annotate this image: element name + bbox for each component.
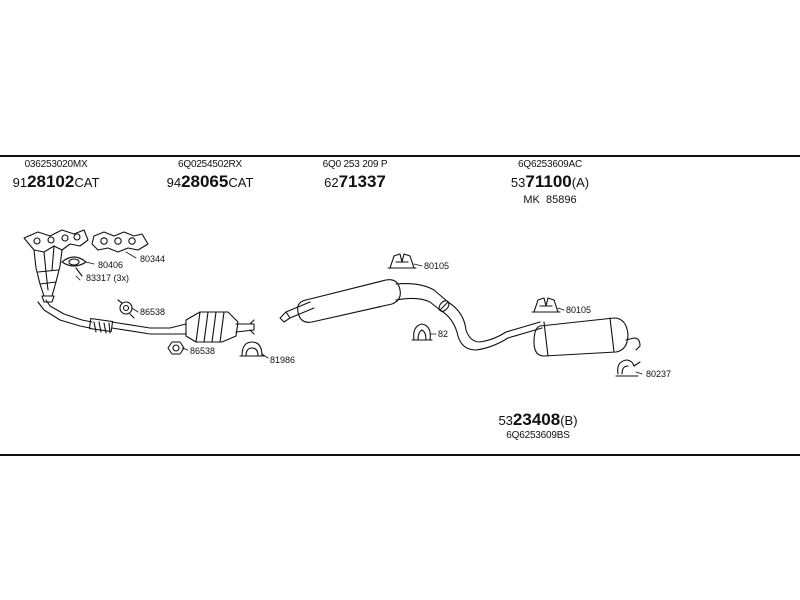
top-divider-line: [0, 155, 800, 157]
callout-80237: 80237: [646, 369, 672, 379]
callout-80105-lower: 80105: [566, 305, 592, 315]
oe-code: 036253020MX: [24, 159, 88, 170]
part-number-prefix: 91: [12, 175, 28, 190]
gasket-80406-part: [61, 256, 87, 277]
callout-86538-lower: 86538: [190, 346, 216, 356]
part-number: 5323408(B): [478, 410, 598, 430]
part-number-main: 23408: [512, 410, 561, 429]
part-number: 6271337: [305, 172, 405, 192]
catalytic-converter-part: [169, 311, 255, 343]
front-pipe-part: [37, 299, 171, 335]
part-number-main: 71337: [338, 172, 386, 191]
part-number: 5371100(A): [495, 172, 605, 192]
clamp-middle-part: [411, 323, 433, 341]
oe-code: 6Q6253609BS: [506, 430, 570, 441]
header-col-rear-silencer: 6Q6253609AC 5371100(A) MK 85896: [495, 159, 605, 206]
rear-silencer-part: [533, 317, 641, 357]
bottom-part-block: 5323408(B) 6Q6253609BS: [478, 408, 598, 441]
header-col-manifold: 036253020MX 9128102CAT: [6, 159, 106, 192]
part-number-main: 28102: [27, 172, 75, 191]
hanger-80105-upper-part: [387, 253, 417, 269]
oe-code: 6Q6253609AC: [518, 159, 582, 170]
callout-81986: 81986: [270, 355, 296, 365]
callout-80105-upper: 80105: [424, 261, 450, 271]
part-number-main: 71100: [525, 172, 572, 191]
middle-silencer-part: [279, 279, 450, 323]
part-number-main: 28065: [181, 172, 229, 191]
part-number-suffix: (B): [560, 413, 578, 428]
hanger-80237-part: [615, 359, 641, 377]
clamp-86538-upper-part: [117, 299, 135, 319]
mk-label: MK: [523, 194, 540, 206]
part-number: 9428065CAT: [155, 172, 265, 192]
part-number-prefix: 53: [498, 413, 513, 428]
callout-82: 82: [438, 329, 449, 339]
mk-value: 85896: [546, 194, 577, 206]
clamp-81986-part: [239, 341, 265, 357]
header-col-middle-silencer: 6Q0 253 209 P 6271337: [305, 159, 405, 192]
oe-code: 6Q0 253 209 P: [322, 159, 388, 170]
exhaust-manifold-part: [23, 229, 89, 303]
part-number-prefix: 53: [510, 175, 526, 190]
part-number: 9128102CAT: [6, 172, 106, 192]
part-number-suffix: CAT: [74, 175, 100, 190]
header-col-catalyst: 6Q0254502RX 9428065CAT: [155, 159, 265, 192]
callout-83317: 83317 (3x): [86, 273, 130, 283]
manifold-gasket-part: [91, 231, 149, 253]
mk-reference: MK 85896: [495, 194, 605, 206]
part-number-prefix: 62: [324, 175, 339, 190]
callout-86538-upper: 86538: [140, 307, 166, 317]
part-number-suffix: (A): [571, 175, 590, 190]
callout-80344: 80344: [140, 254, 166, 264]
part-number-suffix: CAT: [228, 175, 254, 190]
leader-lines: [75, 251, 643, 375]
hanger-80105-lower-part: [531, 297, 561, 313]
oe-code: 6Q0254502RX: [178, 159, 242, 170]
clamp-86538-lower-part: [167, 341, 185, 355]
callout-80406: 80406: [98, 260, 124, 270]
part-number-prefix: 94: [166, 175, 182, 190]
rear-pipe-part: [439, 301, 543, 351]
bottom-divider-line: [0, 454, 800, 456]
